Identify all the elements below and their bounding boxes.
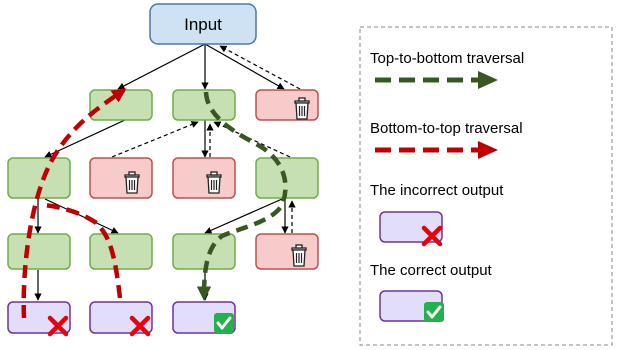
bottom-to-top-path-right <box>39 202 123 299</box>
output-node-incorrect <box>7 301 71 334</box>
legend-incorrect-sample <box>379 211 443 244</box>
legend-top-to-bottom-arrowhead <box>478 71 498 89</box>
tree-node-pruned <box>255 89 319 121</box>
tree-node-green <box>7 233 71 270</box>
backtrack-l2b-to-n2 <box>111 121 199 158</box>
green-check-icon <box>422 300 446 324</box>
tree-node-green <box>255 157 319 199</box>
edge-root-to-n3 <box>204 43 285 90</box>
legend-top-to-bottom-label: Top-to-bottom traversal <box>370 50 524 67</box>
tree-node-pruned <box>255 233 319 270</box>
tree-node-green <box>89 89 153 121</box>
edge-l2a-to-l3b <box>44 198 119 234</box>
tree-nodes: Input <box>7 3 319 335</box>
legend-frame <box>359 26 613 346</box>
root-node: Input <box>149 3 257 45</box>
tree-node-pruned <box>172 157 236 199</box>
tree-node-pruned <box>89 157 153 199</box>
bottom-to-top-path-left <box>21 88 127 319</box>
legend: Top-to-bottom traversal Bottom-to-top tr… <box>359 26 613 346</box>
root-label: Input <box>184 15 222 34</box>
trash-icon <box>124 171 140 194</box>
green-check-icon <box>212 311 236 335</box>
edge-l2d-to-l3c <box>204 198 283 234</box>
output-node-correct <box>172 301 236 335</box>
top-to-bottom-path <box>196 91 288 301</box>
trash-icon <box>294 97 310 120</box>
tree-node-green <box>172 233 236 270</box>
legend-bottom-to-top-label: Bottom-to-top traversal <box>370 120 523 137</box>
legend-incorrect-label: The incorrect output <box>370 182 504 199</box>
legend-correct-sample <box>379 290 446 324</box>
output-node-incorrect <box>89 301 153 334</box>
edge-n1-to-l2a <box>44 119 126 158</box>
legend-correct-label: The correct output <box>370 262 493 279</box>
tree-node-green <box>89 233 153 270</box>
backtrack-edges <box>111 45 301 233</box>
backtrack-n3-to-root <box>219 45 301 90</box>
tree-node-green <box>172 89 236 121</box>
edge-root-to-n1 <box>117 43 206 90</box>
legend-bottom-to-top-arrowhead <box>478 141 498 159</box>
trash-icon <box>291 244 307 267</box>
trash-icon <box>206 171 222 194</box>
tree-edges <box>34 43 289 301</box>
